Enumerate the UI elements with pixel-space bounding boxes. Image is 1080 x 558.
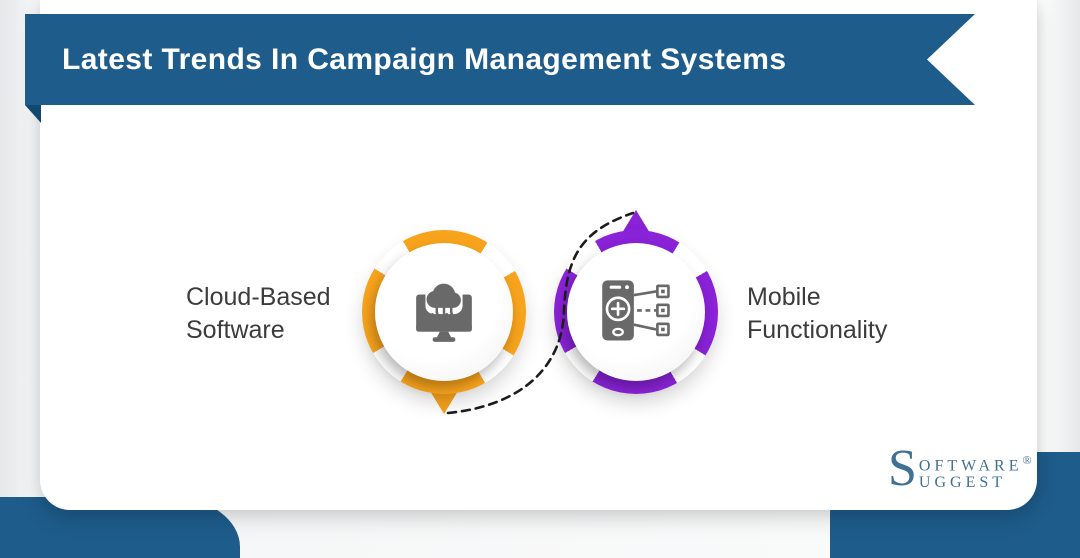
registered-mark: ® <box>1022 453 1032 467</box>
label-line: Software <box>186 316 285 344</box>
label-line: Cloud-Based <box>186 283 331 311</box>
label-line: Mobile <box>747 283 821 311</box>
cloud-software-icon <box>416 283 472 342</box>
ribbon-fold <box>25 105 41 123</box>
logo-word-suggest: UGGEST <box>918 474 1007 492</box>
bubble-inner-circle <box>567 243 705 381</box>
mobile-functionality-icon <box>602 280 670 341</box>
title-ribbon: Latest Trends In Campaign Management Sys… <box>25 14 975 105</box>
logo-initial: S <box>888 440 917 497</box>
trend-bubble-mobile-functionality <box>554 210 718 394</box>
label-line: Functionality <box>747 316 888 344</box>
logo-word-software: OFTWARE® <box>918 453 1032 475</box>
softwaresuggest-logo: S OFTWARE® UGGEST <box>888 440 1032 497</box>
bubble-inner-circle <box>375 243 513 381</box>
page-title: Latest Trends In Campaign Management Sys… <box>62 42 787 76</box>
label-cloud-based-software: Cloud-Based Software <box>186 281 331 347</box>
label-mobile-functionality: Mobile Functionality <box>747 281 887 347</box>
trend-bubble-cloud-software <box>362 230 526 414</box>
